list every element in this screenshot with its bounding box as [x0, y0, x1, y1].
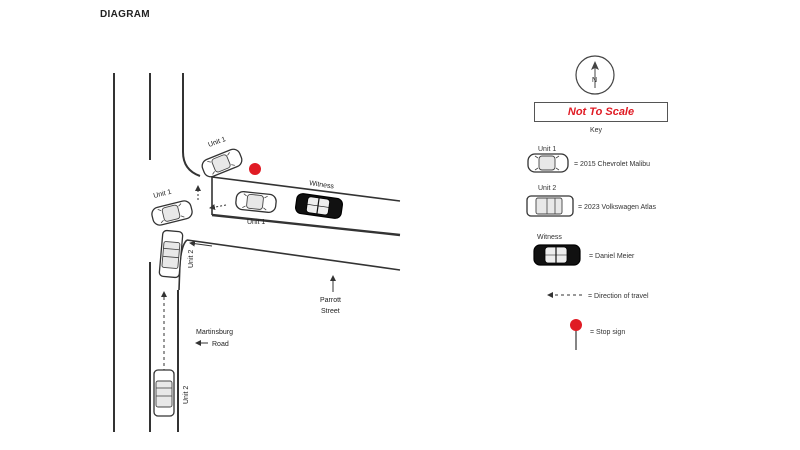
key-unit1-label: Unit 1 [538, 146, 556, 153]
stop-sign-icon [249, 163, 261, 175]
unit2-impact-label: Unit 2 [188, 250, 195, 268]
unit1-vehicle-mid [149, 198, 195, 228]
key-travel-desc: = Direction of travel [588, 293, 649, 300]
key-witness-car-icon [533, 244, 581, 266]
witness-lane-label: Witness [309, 180, 335, 190]
compass: N [575, 55, 615, 95]
key-unit2-desc: = 2023 Volkswagen Atlas [578, 204, 657, 211]
unit2-start-label: Unit 2 [183, 386, 190, 404]
unit1-travel-arrow-west [209, 204, 227, 211]
key-title: Key [590, 127, 603, 134]
street-south-edge [186, 239, 401, 271]
compass-north-label: N [592, 77, 597, 84]
key-stop-desc: = Stop sign [590, 329, 625, 336]
unit1-vehicle-ghost [234, 190, 278, 214]
not-to-scale-note: Not To Scale [534, 102, 668, 122]
key-unit2-label: Unit 2 [538, 185, 556, 192]
unit1-mid-label: Unit 1 [153, 189, 173, 200]
north-arrow-icon [591, 61, 599, 70]
key-legend: Unit 1 = 2015 Chevrolet Malibu Unit 2 = … [526, 146, 657, 350]
unit1-vehicle-top [199, 146, 245, 180]
travel-arrows [161, 185, 336, 372]
unit2-vehicle-impact [158, 229, 184, 279]
martinsburg-road [113, 73, 201, 432]
key-witness-desc: = Daniel Meier [589, 253, 635, 260]
diagram-heading: DIAGRAM [100, 9, 150, 20]
martinsburg-label-line1: Martinsburg [196, 329, 233, 336]
martinsburg-label-line2: Road [212, 341, 229, 348]
road-east-edge-north [182, 73, 201, 177]
parrott-label-line2: Street [321, 308, 340, 315]
key-unit1-desc: = 2015 Chevrolet Malibu [574, 161, 650, 168]
key-stop-sign-icon [570, 319, 582, 331]
street-north-edge [211, 176, 401, 202]
unit1-top-label: Unit 1 [207, 136, 227, 149]
unit2-vehicle-start [153, 369, 175, 417]
key-unit1-car-icon [527, 153, 569, 173]
parrott-street [178, 176, 401, 291]
witness-vehicle [294, 192, 344, 220]
key-unit2-suv-icon [526, 195, 574, 217]
street-median-line [211, 213, 401, 237]
key-witness-label: Witness [537, 234, 562, 241]
parrott-pointer-arrow [189, 240, 213, 247]
parrott-label-line1: Parrott [320, 297, 341, 304]
unit1-ghost-label: Unit 1 [247, 219, 265, 226]
